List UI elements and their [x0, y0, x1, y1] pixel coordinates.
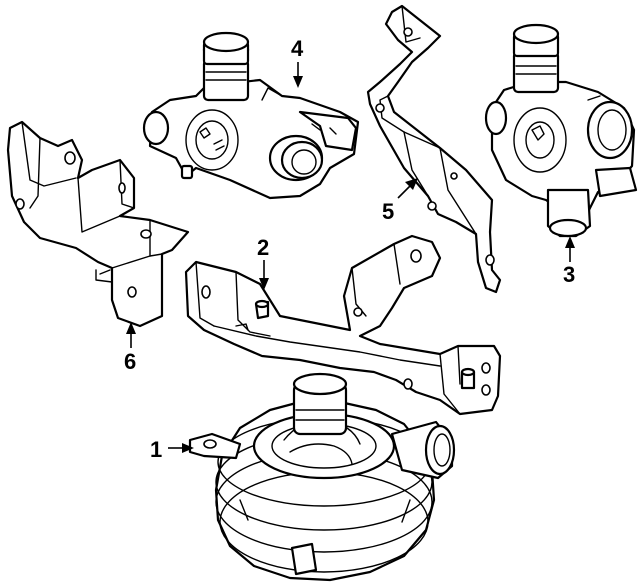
bracket-part-2	[184, 234, 502, 416]
bracket-part-6	[6, 120, 190, 328]
callout-6: 6	[124, 322, 136, 374]
callout-1-label: 1	[150, 437, 162, 462]
callout-3-label: 3	[563, 262, 575, 287]
valve-part-3	[484, 23, 638, 238]
callout-2: 2	[257, 235, 269, 290]
callout-2-label: 2	[257, 235, 269, 260]
callout-3: 3	[563, 236, 575, 287]
water-pump-part-1	[188, 372, 456, 582]
callout-4: 4	[291, 36, 304, 88]
callout-4-label: 4	[291, 36, 304, 61]
valve-part-4	[142, 31, 360, 200]
bracket-part-5	[366, 4, 502, 294]
callout-5-label: 5	[382, 199, 394, 224]
callout-1: 1	[150, 437, 194, 462]
callout-6-label: 6	[124, 349, 136, 374]
callout-5: 5	[382, 178, 418, 224]
